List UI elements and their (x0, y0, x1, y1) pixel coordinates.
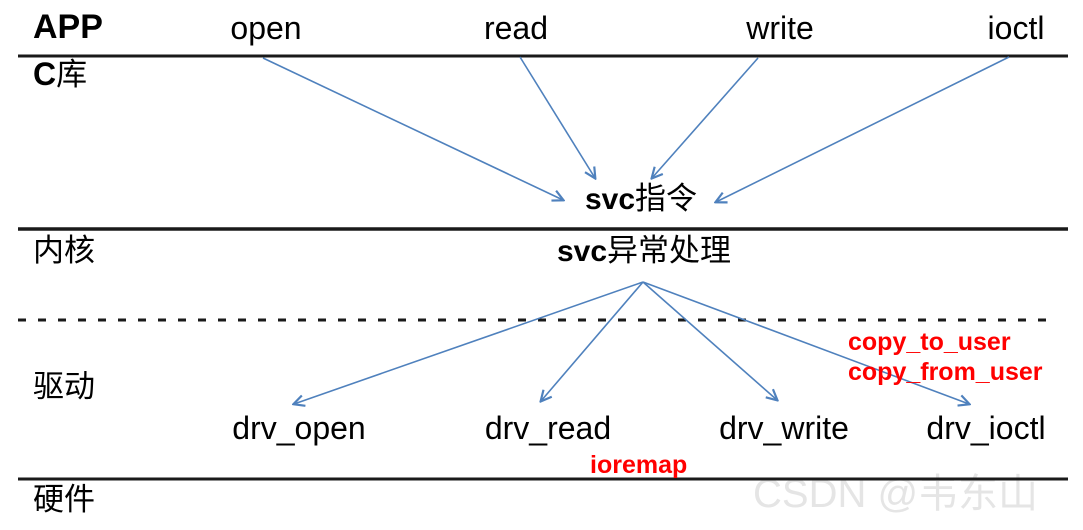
arrow-handler-to-drv-ioctl (642, 281, 969, 404)
annotation-copy-to-user: copy_to_user (848, 328, 1011, 356)
svc-instruction-suffix: 指令 (635, 181, 698, 217)
driver-fn-drv-read: drv_read (484, 410, 612, 446)
arrow-read-to-svc (519, 56, 595, 178)
svc-instruction-prefix: svc (584, 183, 636, 216)
layer-label-kernel: 内核 (33, 233, 95, 269)
csdn-watermark: CSDN @韦东山 (753, 472, 1039, 516)
app-call-open: open (230, 10, 302, 46)
arrow-ioctl-to-svc (716, 56, 1010, 202)
app-call-write: write (746, 10, 814, 46)
svc-handler-label: svc异常处理 (557, 236, 731, 267)
arrow-handler-to-drv-open (294, 281, 644, 404)
app-call-ioctl: ioctl (987, 10, 1045, 46)
layer-label-clib-suffix: 库 (56, 57, 88, 93)
layer-label-hardware: 硬件 (33, 482, 95, 518)
driver-fn-drv-ioctl: drv_ioctl (926, 410, 1046, 446)
layer-label-app: APP (33, 8, 103, 46)
driver-fn-drv-open: drv_open (232, 410, 366, 446)
svc-handler-suffix: 异常处理 (607, 233, 732, 269)
annotation-ioremap: ioremap (590, 451, 688, 479)
arrow-open-to-svc (262, 57, 563, 200)
app-call-read: read (483, 10, 549, 46)
svc-instruction-label: svc指令 (585, 184, 697, 215)
svc-handler-prefix: svc (556, 235, 608, 268)
arrow-handler-to-drv-write (642, 281, 777, 400)
arrow-handler-to-drv-read (541, 281, 644, 401)
driver-fn-drv-write: drv_write (719, 410, 849, 446)
layer-label-clib: C库 (33, 58, 87, 91)
annotation-copy-from-user: copy_from_user (848, 358, 1043, 386)
layer-label-clib-prefix: C (33, 56, 57, 92)
layer-label-driver: 驱动 (33, 369, 95, 405)
arrow-write-to-svc (652, 57, 759, 178)
